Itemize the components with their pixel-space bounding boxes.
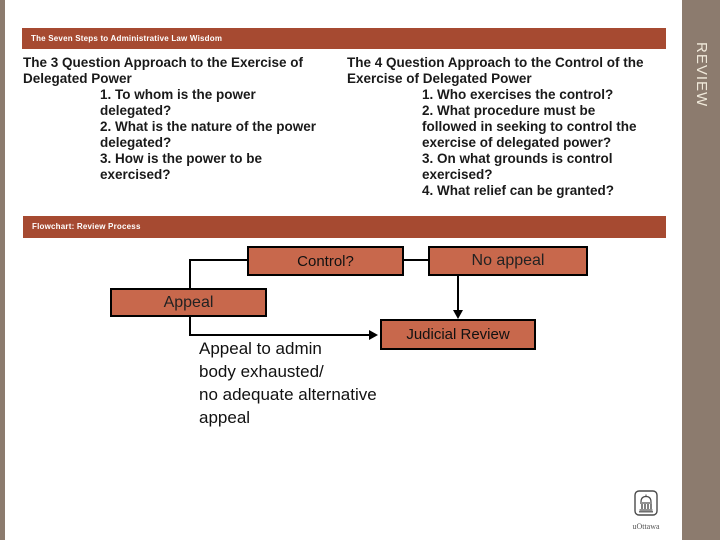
flow-node-appeal: Appeal [110, 288, 267, 317]
flow-node-label: No appeal [471, 252, 545, 269]
connector-control-noappeal [404, 259, 428, 261]
connector-down-to-appeal [189, 259, 191, 288]
list-item: 4. What relief can be granted? [422, 183, 615, 198]
list-item: 3. On what grounds is control exercised? [422, 151, 613, 182]
list-item: 3. How is the power to be exercised? [100, 151, 263, 182]
connector-noappeal-down [457, 276, 459, 310]
flow-node-judicial-review: Judicial Review [380, 319, 536, 350]
flowchart-note: Appeal to admin body exhausted/ no adequ… [199, 339, 377, 427]
arrowhead-down-icon [453, 310, 463, 319]
connector-to-judicial [189, 334, 369, 336]
slide-header-title: The Seven Steps to Administrative Law Wi… [31, 34, 223, 43]
three-question-title: The 3 Question Approach to the Exercise … [23, 55, 304, 86]
flowchart-header-bar: Flowchart: Review Process [23, 216, 666, 238]
arrowhead-right-icon [369, 330, 378, 340]
building-icon [634, 490, 658, 516]
slide-header-bar: The Seven Steps to Administrative Law Wi… [22, 28, 666, 49]
four-question-title: The 4 Question Approach to the Control o… [347, 55, 644, 86]
flow-node-label: Control? [297, 252, 354, 270]
list-item: 2. What procedure must be followed in se… [422, 103, 637, 150]
uottawa-logo-text: uOttawa [632, 522, 660, 531]
four-question-column: The 4 Question Approach to the Control o… [347, 55, 672, 199]
review-sidebar-label: REVIEW [693, 42, 710, 108]
flow-node-no-appeal: No appeal [428, 246, 588, 276]
review-sidebar: REVIEW [682, 0, 720, 540]
left-edge-strip [0, 0, 5, 540]
three-question-column: The 3 Question Approach to the Exercise … [23, 55, 335, 183]
flow-node-label: Appeal [163, 293, 214, 311]
connector-appeal-down [189, 317, 191, 336]
flow-node-label: Judicial Review [406, 326, 510, 343]
list-item: 2. What is the nature of the power deleg… [100, 119, 317, 150]
list-item: 1. Who exercises the control? [422, 87, 614, 102]
list-item: 1. To whom is the power delegated? [100, 87, 256, 118]
flow-node-control: Control? [247, 246, 404, 276]
uottawa-logo: uOttawa [630, 490, 662, 531]
connector-control-left [189, 259, 247, 261]
flowchart-header-title: Flowchart: Review Process [32, 222, 141, 231]
